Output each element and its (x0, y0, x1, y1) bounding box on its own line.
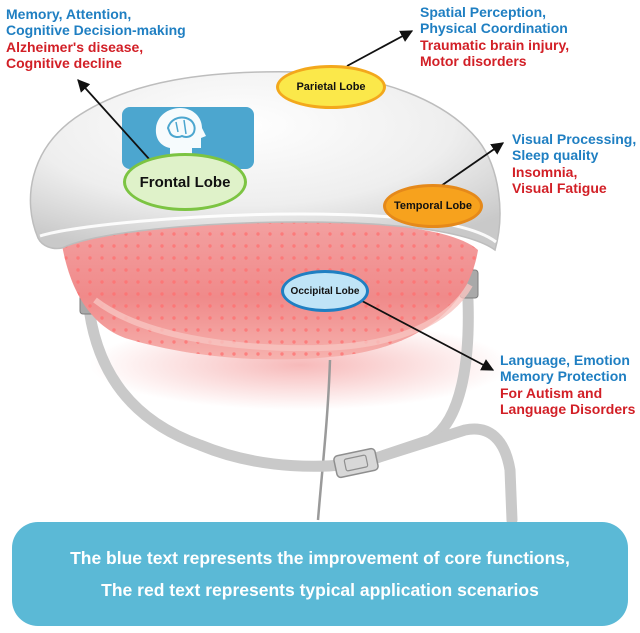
occipital-application-line: For Autism and (500, 385, 603, 401)
power-cable (316, 359, 332, 521)
temporal-lobe-label: Temporal Lobe (383, 184, 483, 228)
temporal-application-line: Visual Fatigue (512, 180, 607, 196)
parietal-function-line: Physical Coordination (420, 20, 568, 36)
banner-line-blue-meaning: The blue text represents the improvement… (70, 548, 570, 568)
strap-buckle (333, 447, 379, 479)
parietal-application-text: Traumatic brain injury, Motor disorders (420, 37, 569, 69)
frontal-function-text: Memory, Attention, Cognitive Decision-ma… (6, 6, 186, 38)
parietal-application-line: Motor disorders (420, 53, 527, 69)
occipital-function-line: Memory Protection (500, 368, 627, 384)
legend-banner: The blue text represents the improvement… (12, 522, 628, 626)
chin-strap (82, 294, 474, 472)
head-brain-icon (122, 107, 254, 169)
temporal-application-line: Insomnia, (512, 164, 578, 180)
parietal-lobe-label: Parietal Lobe (276, 65, 386, 109)
occipital-lobe-label: Occipital Lobe (281, 270, 369, 312)
banner-line-red-meaning: The red text represents typical applicat… (101, 580, 539, 600)
temporal-function-line: Visual Processing, (512, 131, 637, 147)
frontal-function-line: Cognitive Decision-making (6, 22, 186, 38)
frontal-application-line: Cognitive decline (6, 55, 122, 71)
parietal-application-line: Traumatic brain injury, (420, 37, 570, 53)
parietal-function-line: Spatial Perception, (420, 4, 547, 20)
temporal-function-text: Visual Processing, Sleep quality (512, 131, 636, 163)
occipital-function-text: Language, Emotion Memory Protection (500, 352, 630, 384)
arrow-icon (344, 291, 495, 371)
temporal-function-line: Sleep quality (512, 147, 599, 163)
temporal-application-text: Insomnia, Visual Fatigue (512, 164, 607, 196)
occipital-function-line: Language, Emotion (500, 352, 630, 368)
frontal-application-text: Alzheimer's disease, Cognitive decline (6, 39, 143, 71)
parietal-function-text: Spatial Perception, Physical Coordinatio… (420, 4, 568, 36)
frontal-lobe-label: Frontal Lobe (123, 153, 247, 211)
frontal-application-line: Alzheimer's disease, (6, 39, 144, 55)
frontal-function-line: Memory, Attention, (6, 6, 132, 22)
arrow-icon (437, 142, 505, 189)
arrow-icon (346, 30, 414, 67)
occipital-application-text: For Autism and Language Disorders (500, 385, 635, 417)
occipital-application-line: Language Disorders (500, 401, 636, 417)
arrow-icon (77, 79, 151, 161)
